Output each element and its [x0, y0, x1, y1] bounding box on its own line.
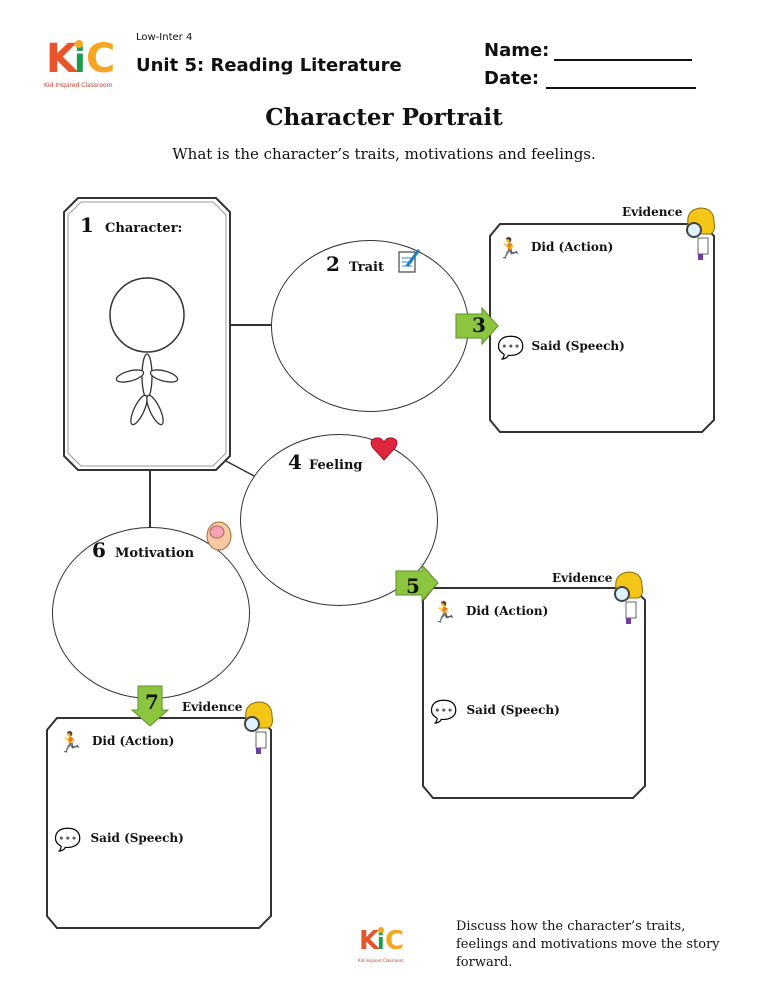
date-line[interactable]: [546, 87, 696, 89]
evidence-2-said: Said (Speech): [466, 703, 560, 717]
feeling-heading: 4 Feeling: [288, 450, 363, 474]
name-label: Name:: [484, 40, 550, 61]
name-line[interactable]: [554, 59, 692, 61]
evidence-1-said-row: 💬 Said (Speech): [497, 336, 625, 361]
arrow-5: [395, 563, 439, 603]
evidence-2-did-row: 🏃 Did (Action): [432, 600, 548, 624]
svg-text:K: K: [46, 36, 79, 80]
svg-text:i: i: [377, 930, 385, 954]
arrow-5-number: 5: [406, 574, 420, 598]
evidence-3-said-row: 💬 Said (Speech): [54, 828, 184, 853]
svg-text:K: K: [359, 926, 380, 954]
motivation-number: 6: [92, 538, 106, 562]
speech-bubbles-icon-3: 💬: [54, 828, 82, 853]
motivation-circle[interactable]: [52, 527, 250, 699]
trait-circle[interactable]: [271, 240, 469, 412]
evidence-2-did: Did (Action): [466, 604, 549, 618]
heart-icon: [370, 437, 398, 461]
notepad-pencil-icon: [398, 249, 421, 273]
brain-icon: [206, 521, 232, 551]
level-label: Low-Inter 4: [136, 32, 193, 43]
date-label: Date:: [484, 68, 540, 89]
feeling-label: Feeling: [309, 458, 363, 473]
trait-label: Trait: [349, 260, 384, 275]
running-person-icon-3: 🏃: [58, 730, 83, 754]
motivation-label: Motivation: [115, 546, 195, 561]
connector-1-4: [223, 459, 259, 479]
footer-note: Discuss how the character’s traits, feel…: [456, 919, 720, 970]
evidence-heading-2: Evidence: [552, 571, 613, 585]
trait-number: 2: [326, 252, 340, 276]
running-person-icon-2: 🏃: [432, 600, 457, 624]
unit-title: Unit 5: Reading Literature: [136, 55, 402, 76]
evidence-heading-3: Evidence: [182, 700, 243, 714]
arrow-3-number: 3: [472, 313, 486, 337]
logo-subtitle: Kid Inspired Classroom: [44, 82, 113, 89]
arrow-7-number: 7: [145, 690, 159, 714]
page-title: Character Portrait: [265, 104, 503, 131]
page-subtitle: What is the character’s traits, motivati…: [172, 145, 596, 163]
evidence-2-said-row: 💬 Said (Speech): [430, 700, 560, 725]
figure-head: [109, 277, 185, 353]
evidence-3-did: Did (Action): [92, 734, 175, 748]
detective-girl-icon-3: [244, 701, 273, 754]
evidence-1-did-row: 🏃 Did (Action): [497, 236, 613, 260]
svg-text:C: C: [86, 36, 115, 80]
character-number: 1: [80, 213, 94, 237]
feeling-number: 4: [288, 450, 302, 474]
svg-text:i: i: [74, 41, 86, 80]
character-label: Character:: [105, 221, 183, 236]
detective-girl-icon: [686, 207, 715, 260]
connector-1-2: [230, 324, 272, 326]
trait-heading: 2 Trait: [326, 252, 384, 276]
detective-girl-icon-2: [614, 571, 643, 624]
motivation-heading: 6 Motivation: [92, 538, 194, 562]
svg-text:C: C: [385, 926, 404, 954]
evidence-3-did-row: 🏃 Did (Action): [58, 730, 174, 754]
evidence-3-said: Said (Speech): [90, 831, 184, 845]
character-heading: 1 Character:: [80, 213, 182, 237]
footer-logo: K i C Kid Inspired Classroom: [358, 924, 410, 964]
speech-bubbles-icon-2: 💬: [430, 700, 458, 725]
evidence-1-said: Said (Speech): [531, 339, 625, 353]
footer-logo-subtitle: Kid Inspired Classroom: [358, 958, 404, 963]
running-person-icon: 🏃: [497, 236, 522, 260]
evidence-heading-1: Evidence: [622, 205, 683, 219]
character-box[interactable]: [62, 196, 232, 472]
evidence-1-did: Did (Action): [531, 240, 614, 254]
arrow-7: [130, 685, 170, 727]
speech-bubbles-icon: 💬: [497, 336, 525, 361]
connector-1-6: [149, 470, 151, 528]
header-logo: K i C Kid Inspired Classroom: [44, 34, 124, 89]
arrow-3: [455, 306, 499, 346]
